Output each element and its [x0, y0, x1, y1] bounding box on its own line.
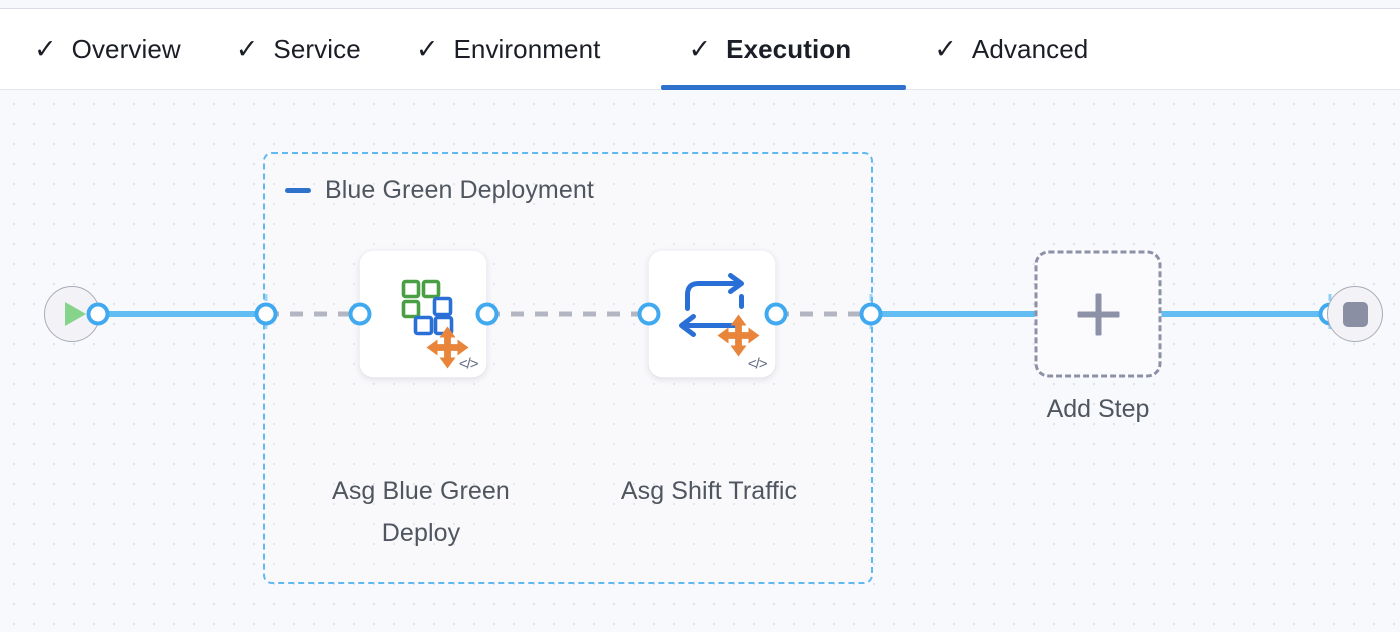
pipeline-canvas[interactable]: Blue Green Deployment	[0, 90, 1400, 632]
step-node-asg-blue-green-deploy[interactable]: </>	[359, 250, 487, 378]
step-node-asg-shift-traffic[interactable]: </>	[648, 250, 776, 378]
tab-advanced[interactable]: ✓ Advanced	[906, 10, 1088, 90]
window-top-strip	[0, 0, 1400, 9]
pipeline-edges	[95, 294, 1333, 334]
check-icon: ✓	[34, 34, 57, 64]
step-node-2-label-line1: Asg Shift Traffic	[620, 477, 798, 505]
asg-blue-green-deploy-icon	[401, 279, 469, 369]
code-badge-icon: </>	[458, 355, 479, 373]
stop-icon	[1342, 301, 1368, 327]
tab-label: Environment	[453, 34, 601, 64]
tab-label: Overview	[71, 34, 181, 64]
step-node-2-left-ring[interactable]	[637, 302, 661, 326]
check-icon: ✓	[934, 34, 957, 64]
tab-execution[interactable]: ✓ Execution	[660, 10, 907, 90]
check-icon: ✓	[235, 34, 259, 64]
step-node-1-left-ring[interactable]	[348, 302, 372, 326]
pipeline-start-node[interactable]	[44, 286, 100, 342]
stage-group-header[interactable]: Blue Green Deployment	[285, 176, 594, 205]
play-icon	[64, 302, 86, 326]
stage-group-title: Blue Green Deployment	[325, 176, 594, 204]
step-node-1-label: Asg Blue Green Deploy	[306, 470, 536, 554]
plus-icon-vertical	[1095, 293, 1101, 335]
minus-icon[interactable]	[285, 188, 311, 193]
pipeline-setup-tabs: ✓ Overview ✓ Service ✓ Environment ✓ Exe…	[0, 10, 1400, 90]
step-node-1-label-line2: Deploy	[381, 519, 461, 547]
tab-label: Service	[273, 34, 361, 64]
tab-service[interactable]: ✓ Service	[236, 10, 416, 90]
active-tab-underline	[660, 84, 907, 90]
step-node-2-label: Asg Shift Traffic	[594, 470, 824, 512]
code-badge-icon: </>	[747, 355, 768, 373]
step-node-2-right-ring[interactable]	[764, 302, 788, 326]
pipeline-end-node[interactable]	[1327, 286, 1383, 342]
asg-shift-traffic-icon	[679, 273, 760, 357]
group-exit-connector-ring[interactable]	[859, 302, 883, 326]
step-node-1-right-ring[interactable]	[475, 302, 499, 326]
add-step-label: Add Step	[1046, 395, 1150, 423]
tab-overview[interactable]: ✓ Overview	[0, 10, 236, 90]
group-entry-connector-ring[interactable]	[254, 302, 278, 326]
add-step-button[interactable]	[1034, 250, 1162, 378]
tab-label: Advanced	[971, 34, 1089, 64]
check-icon: ✓	[688, 34, 712, 64]
step-node-1-label-line1: Asg Blue Green	[332, 477, 510, 505]
start-connector-ring[interactable]	[86, 302, 110, 326]
tab-environment[interactable]: ✓ Environment	[416, 10, 661, 90]
tab-label: Execution	[726, 34, 852, 64]
check-icon: ✓	[415, 34, 439, 64]
